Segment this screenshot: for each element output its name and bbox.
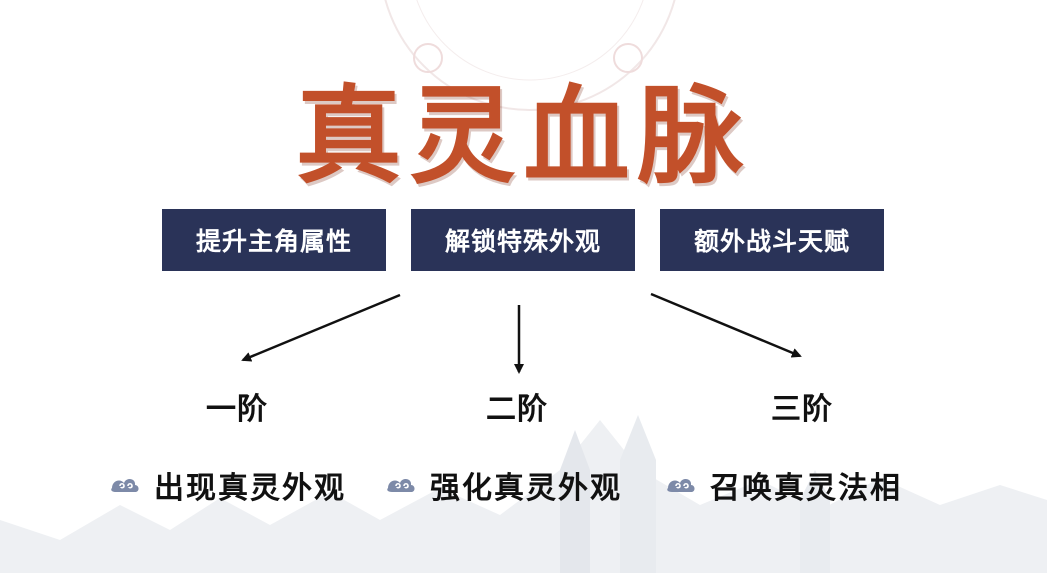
page-title: 真灵血脉	[295, 73, 752, 198]
feature-label-3: 召唤真灵法相	[710, 471, 902, 506]
benefit-box-appearance: 解锁特殊外观	[411, 209, 635, 271]
arrow-to-tier-3	[650, 292, 802, 358]
feature-item-3: 召唤真灵法相	[664, 462, 902, 508]
benefit-box-talent: 额外战斗天赋	[660, 209, 884, 271]
tier-2-label: 二阶	[486, 392, 548, 427]
feature-label-1: 出现真灵外观	[154, 471, 346, 506]
cloud-swirl-icon	[387, 479, 415, 492]
cloud-swirl-icon	[111, 479, 139, 492]
tier-3-label: 三阶	[771, 392, 833, 427]
feature-label-2: 强化真灵外观	[430, 471, 622, 506]
feature-item-1: 出现真灵外观	[108, 462, 346, 508]
tier-1-label: 一阶	[206, 392, 268, 427]
feature-item-2: 强化真灵外观	[384, 462, 622, 508]
cloud-swirl-icon	[667, 479, 695, 492]
arrow-to-tier-1	[241, 293, 401, 362]
benefit-box-attributes: 提升主角属性	[162, 209, 386, 271]
